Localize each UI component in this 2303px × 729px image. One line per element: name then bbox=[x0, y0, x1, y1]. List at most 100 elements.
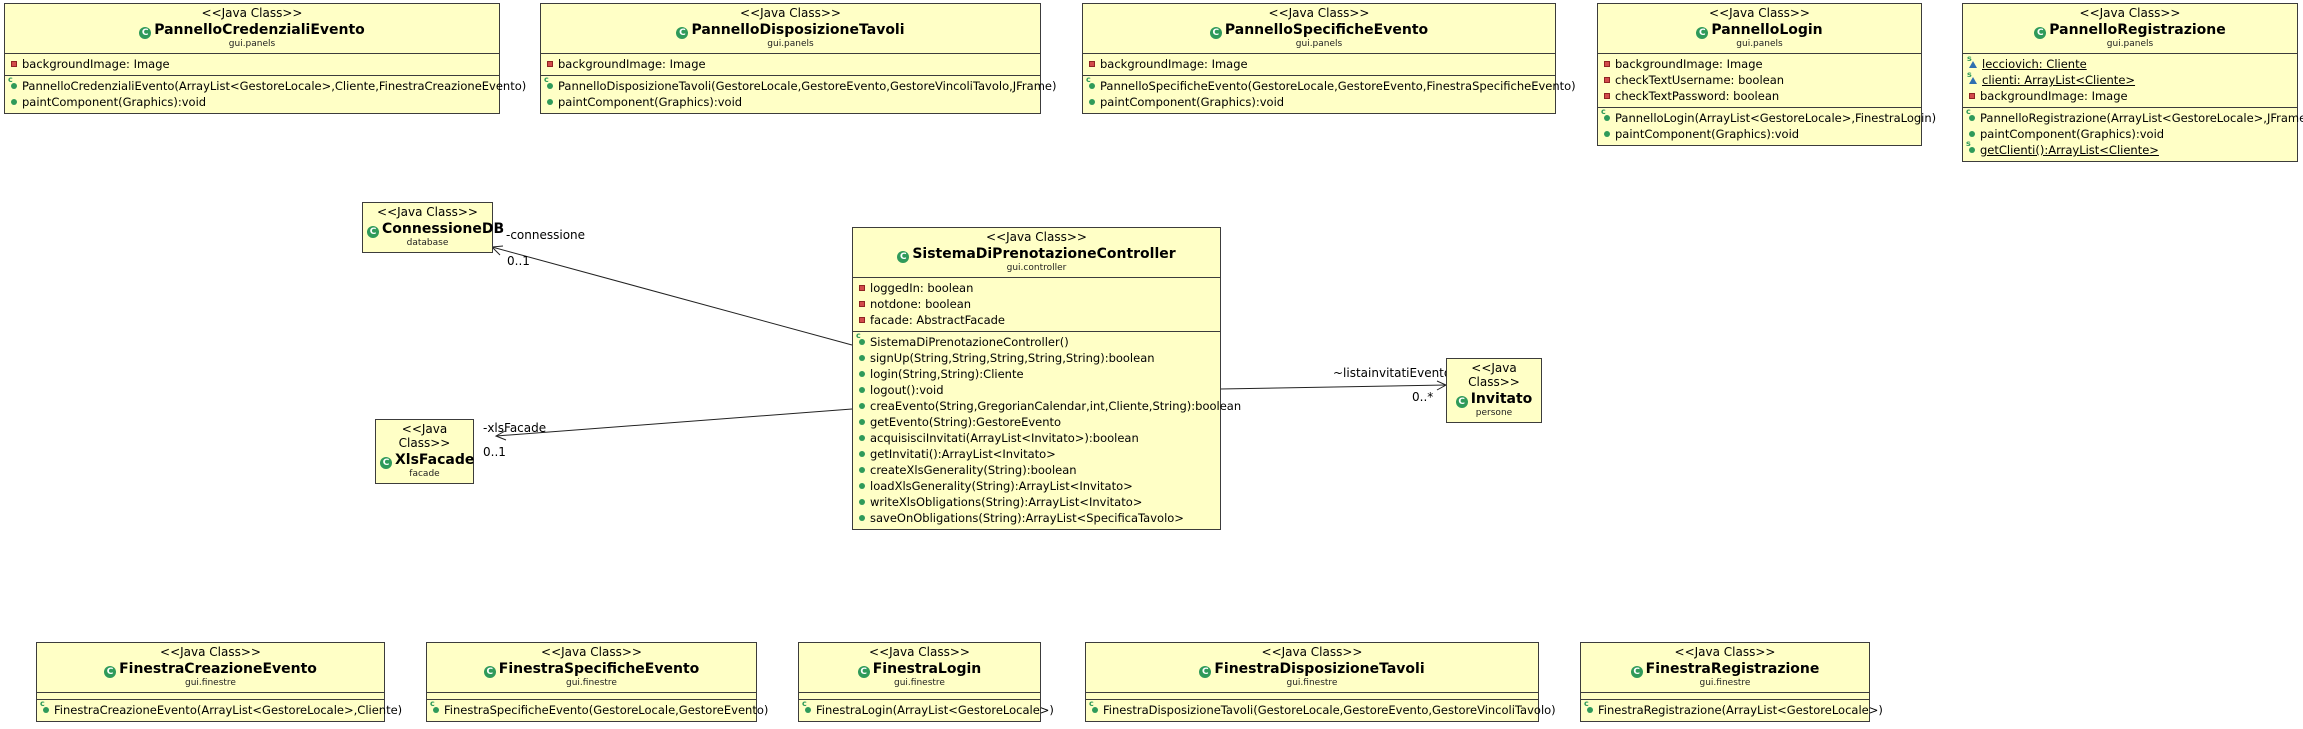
java-class-icon: C bbox=[380, 457, 392, 469]
operation[interactable]: FinestraRegistrazione(ArrayList<GestoreL… bbox=[1581, 700, 1883, 718]
attributes-section: backgroundImage: Image bbox=[5, 54, 499, 75]
class-pannellocredenzialievento[interactable]: <<Java Class>> C PannelloCredenzialiEvent… bbox=[4, 3, 526, 114]
operation[interactable]: FinestraCreazioneEvento(ArrayList<Gestor… bbox=[37, 700, 402, 718]
java-class-icon: C bbox=[1630, 666, 1643, 678]
stereotype-label: <<Java Class>> bbox=[377, 205, 478, 219]
operation[interactable]: SistemaDiPrenotazioneController() bbox=[853, 332, 1220, 350]
operations-section: PannelloCredenzialiEvento(ArrayList<Gest… bbox=[5, 75, 526, 113]
attribute[interactable]: loggedIn: boolean bbox=[853, 280, 1220, 296]
stereotype-label: <<Java Class>> bbox=[1674, 645, 1776, 659]
operation[interactable]: PannelloLogin(ArrayList<GestoreLocale>,F… bbox=[1598, 108, 1936, 126]
private-field-icon bbox=[11, 61, 17, 67]
operation[interactable]: getClienti():ArrayList<Cliente> bbox=[1963, 140, 2297, 158]
attribute[interactable]: backgroundImage: Image bbox=[5, 56, 499, 72]
public-method-icon bbox=[859, 387, 865, 393]
constructor-icon bbox=[544, 76, 553, 89]
arrowhead-connessione bbox=[490, 245, 504, 256]
class-name: XlsFacade bbox=[395, 452, 475, 468]
constructor-icon bbox=[1584, 700, 1593, 713]
operation[interactable]: PannelloDisposizioneTavoli(GestoreLocale… bbox=[541, 76, 1056, 94]
java-class-icon: C bbox=[1696, 27, 1709, 39]
java-class-icon: C bbox=[139, 27, 152, 39]
operation[interactable]: PannelloRegistrazione(ArrayList<GestoreL… bbox=[1963, 108, 2303, 126]
operation[interactable]: getEvento(String):GestoreEvento bbox=[853, 414, 1220, 430]
operation[interactable]: loadXlsGenerality(String):ArrayList<Invi… bbox=[853, 478, 1220, 494]
stereotype-label: <<Java Class>> bbox=[201, 6, 303, 20]
operation[interactable]: paintComponent(Graphics):void bbox=[1598, 126, 1921, 142]
operation[interactable]: saveOnObligations(String):ArrayList<Spec… bbox=[853, 510, 1220, 526]
operation[interactable]: FinestraDisposizioneTavoli(GestoreLocale… bbox=[1086, 700, 1556, 718]
attribute[interactable]: clienti: ArrayList<Cliente> bbox=[1963, 71, 2297, 88]
operation[interactable]: writeXlsObligations(String):ArrayList<In… bbox=[853, 494, 1220, 510]
attribute[interactable]: notdone: boolean bbox=[853, 296, 1220, 312]
operation[interactable]: logout():void bbox=[853, 382, 1220, 398]
operation[interactable]: createXlsGenerality(String):boolean bbox=[853, 462, 1220, 478]
attribute[interactable]: backgroundImage: Image bbox=[1083, 56, 1555, 72]
stereotype-label: <<Java Class>> bbox=[1261, 645, 1363, 659]
operations-section: PannelloSpecificheEvento(GestoreLocale,G… bbox=[1083, 75, 1576, 113]
operation[interactable]: paintComponent(Graphics):void bbox=[1083, 94, 1555, 110]
class-name: PannelloRegistrazione bbox=[2049, 22, 2226, 38]
operation[interactable]: paintComponent(Graphics):void bbox=[1963, 126, 2297, 142]
operation[interactable]: FinestraLogin(ArrayList<GestoreLocale>) bbox=[799, 700, 1054, 718]
attribute[interactable]: backgroundImage: Image bbox=[1598, 56, 1921, 72]
multiplicity-label-xlsfacade: 0..1 bbox=[483, 445, 506, 459]
operation[interactable]: PannelloCredenzialiEvento(ArrayList<Gest… bbox=[5, 76, 526, 94]
public-method-icon bbox=[859, 403, 865, 409]
package-label: gui.finestre bbox=[1286, 678, 1338, 688]
public-method-icon bbox=[547, 99, 553, 105]
multiplicity-label-connessione: 0..1 bbox=[507, 254, 530, 268]
operation[interactable]: login(String,String):Cliente bbox=[853, 366, 1220, 382]
java-class-icon: C bbox=[1209, 27, 1222, 39]
package-label: gui.panels bbox=[2106, 39, 2154, 49]
operation[interactable]: PannelloSpecificheEvento(GestoreLocale,G… bbox=[1083, 76, 1576, 94]
operation[interactable]: getInvitati():ArrayList<Invitato> bbox=[853, 446, 1220, 462]
class-name: PannelloLogin bbox=[1711, 22, 1823, 38]
public-method-icon bbox=[859, 515, 865, 521]
public-method-icon bbox=[11, 99, 17, 105]
attribute[interactable]: facade: AbstractFacade bbox=[853, 312, 1220, 328]
attribute[interactable]: backgroundImage: Image bbox=[541, 56, 1040, 72]
package-label: persone bbox=[1475, 408, 1513, 418]
constructor-icon bbox=[802, 700, 811, 713]
attributes-section: backgroundImage: Image bbox=[541, 54, 1040, 75]
operation[interactable]: creaEvento(String,GregorianCalendar,int,… bbox=[853, 398, 1241, 414]
private-field-icon bbox=[859, 285, 865, 291]
operation[interactable]: acquisisciInvitati(ArrayList<Invitato>):… bbox=[853, 430, 1220, 446]
association-line-connessione[interactable] bbox=[491, 246, 853, 346]
association-line-invitati[interactable] bbox=[1219, 384, 1447, 390]
attribute[interactable]: checkTextPassword: boolean bbox=[1598, 88, 1921, 104]
operation[interactable]: paintComponent(Graphics):void bbox=[541, 94, 1040, 110]
operation[interactable]: paintComponent(Graphics):void bbox=[5, 94, 499, 110]
static-method-icon bbox=[1966, 140, 1975, 153]
attribute[interactable]: lecciovich: Cliente bbox=[1963, 55, 2297, 72]
java-class-icon: C bbox=[2034, 27, 2047, 39]
stereotype-label: <<Java Class>> bbox=[1709, 6, 1810, 20]
attribute[interactable]: backgroundImage: Image bbox=[1963, 88, 2297, 104]
private-field-icon bbox=[547, 61, 553, 67]
association-line-xlsfacade[interactable] bbox=[495, 408, 853, 437]
attribute[interactable]: checkTextUsername: boolean bbox=[1598, 72, 1921, 88]
java-class-icon: C bbox=[367, 226, 379, 238]
operation[interactable]: FinestraSpecificheEvento(GestoreLocale,G… bbox=[427, 700, 768, 718]
operation[interactable]: signUp(String,String,String,String,Strin… bbox=[853, 350, 1220, 366]
java-class-icon: C bbox=[676, 27, 689, 39]
public-method-icon bbox=[859, 419, 865, 425]
private-field-icon bbox=[1604, 93, 1610, 99]
